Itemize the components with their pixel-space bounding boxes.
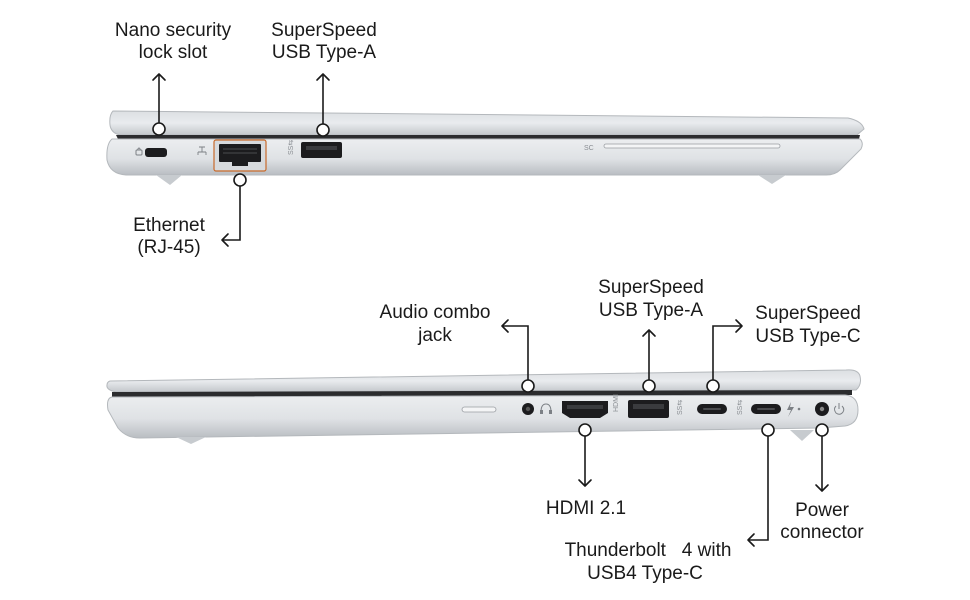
foot-right-front <box>176 437 206 444</box>
thunderbolt-label-line1: Thunderbolt 4 with <box>565 540 732 561</box>
callout-usb-c: SuperSpeed USB Type-C <box>706 303 861 393</box>
nano-lock-pointer-dot <box>152 122 166 136</box>
audio-label-line1: Audio combo <box>380 302 491 323</box>
thunderbolt-pointer-dot <box>761 423 775 437</box>
usb-a-port-right: SS⇆ <box>628 400 684 418</box>
hinge-seam-left <box>116 135 860 139</box>
usb-c-pointer-dot <box>706 379 720 393</box>
slim-slot-right <box>461 406 497 413</box>
usb-a-right-label-line2: USB Type-A <box>599 300 704 321</box>
ethernet-label-line2: (RJ-45) <box>137 237 200 258</box>
nano-lock-label-line1: Nano security <box>115 20 232 41</box>
lid-right <box>106 369 861 393</box>
callout-usb-a-right: SuperSpeed USB Type-A <box>598 277 704 393</box>
smart-card-slot: SC <box>584 143 781 152</box>
power-label-line1: Power <box>795 500 850 521</box>
usb-c-label-line2: USB Type-C <box>755 326 860 347</box>
audio-jack-port <box>522 403 552 415</box>
headset-icon <box>540 403 552 414</box>
hdmi-label: HDMI 2.1 <box>546 498 626 519</box>
thunderbolt-label-line2: USB4 Type-C <box>587 563 703 584</box>
usb-a-left-label-line1: SuperSpeed <box>271 20 377 41</box>
usb-a-right-label-line1: SuperSpeed <box>598 277 704 298</box>
power-icon <box>834 403 845 415</box>
callout-audio: Audio combo jack <box>380 302 535 393</box>
thunderbolt-icon <box>787 402 794 417</box>
audio-pointer-dot <box>521 379 535 393</box>
network-icon <box>197 146 207 155</box>
left-side-view: SS⇆ SC Nano security lock slot SuperSpee… <box>106 20 865 258</box>
foot-left-back <box>758 175 786 184</box>
usb-a-left-pointer-dot <box>316 123 330 137</box>
hdmi-port: HDMI <box>562 394 620 418</box>
nano-lock-label-line2: lock slot <box>139 42 208 63</box>
usb-a-right-pointer-dot <box>642 379 656 393</box>
usb-ss-icon: SS⇆ <box>677 400 684 415</box>
foot-right-back <box>790 430 814 441</box>
power-pointer-dot <box>815 423 829 437</box>
usb-a-left-label-line2: USB Type-A <box>272 42 377 63</box>
right-side-view: HDMI SS⇆ SS⇆ <box>106 277 864 584</box>
thunderbolt-port <box>751 402 801 417</box>
lid-left <box>109 110 865 136</box>
ethernet-port <box>197 139 267 172</box>
callout-thunderbolt: Thunderbolt 4 with USB4 Type-C <box>565 423 775 584</box>
lock-icon <box>135 147 143 156</box>
base-right <box>107 394 859 439</box>
usb-a-port-left: SS⇆ <box>288 140 342 158</box>
callout-nano-lock: Nano security lock slot <box>115 20 232 136</box>
callout-usb-a-left: SuperSpeed USB Type-A <box>271 20 377 137</box>
ethernet-pointer-dot <box>233 173 247 187</box>
callout-power: Power connector <box>780 423 864 543</box>
lock-slot-port <box>135 147 167 157</box>
usb-ss-c-icon: SS⇆ <box>737 400 744 415</box>
usb-c-label-line1: SuperSpeed <box>755 303 861 324</box>
usb-ss-icon: SS⇆ <box>288 140 295 155</box>
callout-hdmi: HDMI 2.1 <box>546 423 626 519</box>
hdmi-icon: HDMI <box>613 394 620 412</box>
ethernet-label-line1: Ethernet <box>133 215 206 236</box>
usb-c-port: SS⇆ <box>697 400 744 415</box>
smart-card-mark: SC <box>584 145 594 152</box>
hdmi-pointer-dot <box>578 423 592 437</box>
foot-left-front <box>156 175 182 185</box>
audio-label-line2: jack <box>417 325 452 346</box>
power-port <box>815 402 845 416</box>
callout-ethernet: Ethernet (RJ-45) <box>133 173 247 258</box>
power-label-line2: connector <box>780 522 864 543</box>
